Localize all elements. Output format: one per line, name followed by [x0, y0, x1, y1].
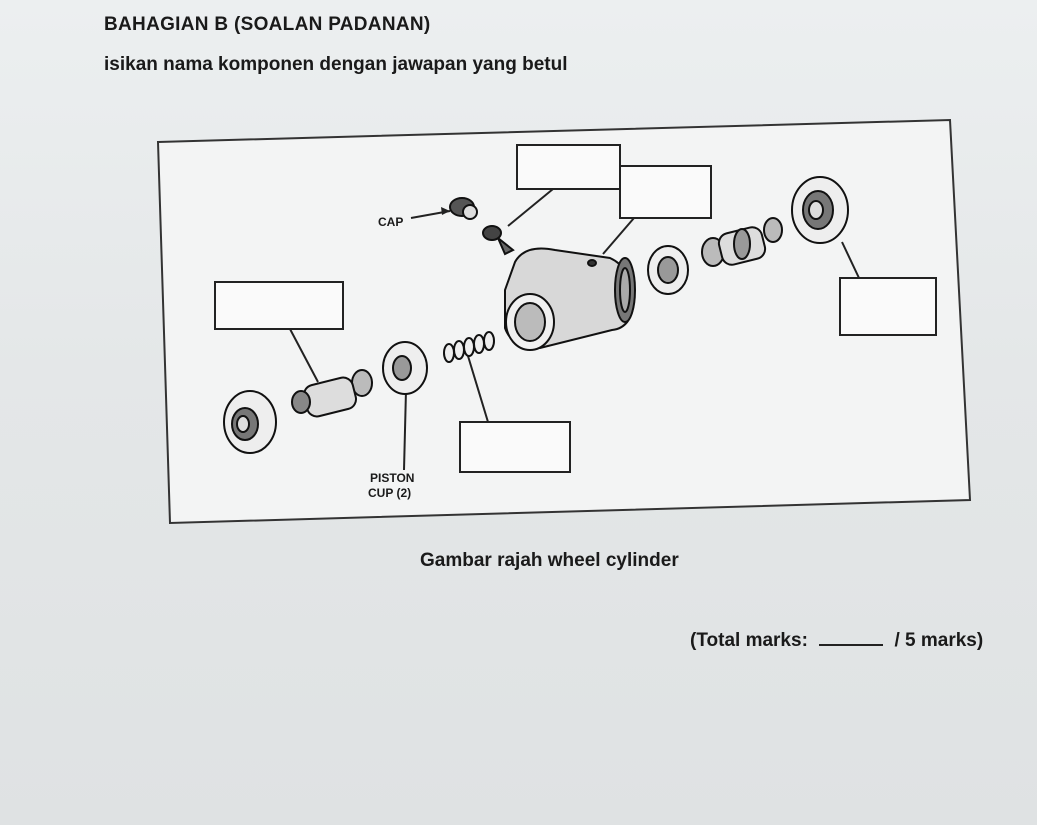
- left-boot-part: [223, 390, 277, 454]
- right-piston-part: [701, 217, 783, 267]
- cap-arrow-icon: [441, 207, 450, 215]
- bleeder-screw-part: [482, 225, 515, 256]
- total-marks-blank[interactable]: [819, 630, 884, 646]
- answer-box-5[interactable]: [459, 421, 571, 473]
- left-piston-cup-part: [382, 341, 428, 395]
- total-marks-prefix: (Total marks:: [690, 630, 808, 651]
- piston-cup-label-line2: CUP (2): [368, 486, 411, 500]
- cap-label: CAP: [378, 215, 403, 229]
- right-cup-part: [647, 245, 689, 295]
- spring-part: [443, 331, 495, 363]
- cylinder-body-part: [504, 247, 636, 351]
- piston-cup-label-line1: PISTON: [370, 471, 414, 485]
- total-marks: (Total marks: / 5 marks): [690, 630, 983, 652]
- cap-part: [449, 197, 478, 220]
- answer-box-3[interactable]: [214, 281, 344, 330]
- diagram-caption: Gambar rajah wheel cylinder: [420, 550, 679, 571]
- left-piston-part: [291, 369, 373, 418]
- total-marks-suffix: / 5 marks): [894, 630, 984, 651]
- instruction-text: isikan nama komponen dengan jawapan yang…: [104, 54, 568, 75]
- right-boot-part: [791, 176, 849, 244]
- answer-box-4[interactable]: [839, 277, 937, 336]
- answer-box-2[interactable]: [619, 165, 712, 219]
- answer-box-1[interactable]: [516, 144, 621, 190]
- section-title: BAHAGIAN B (SOALAN PADANAN): [104, 14, 431, 35]
